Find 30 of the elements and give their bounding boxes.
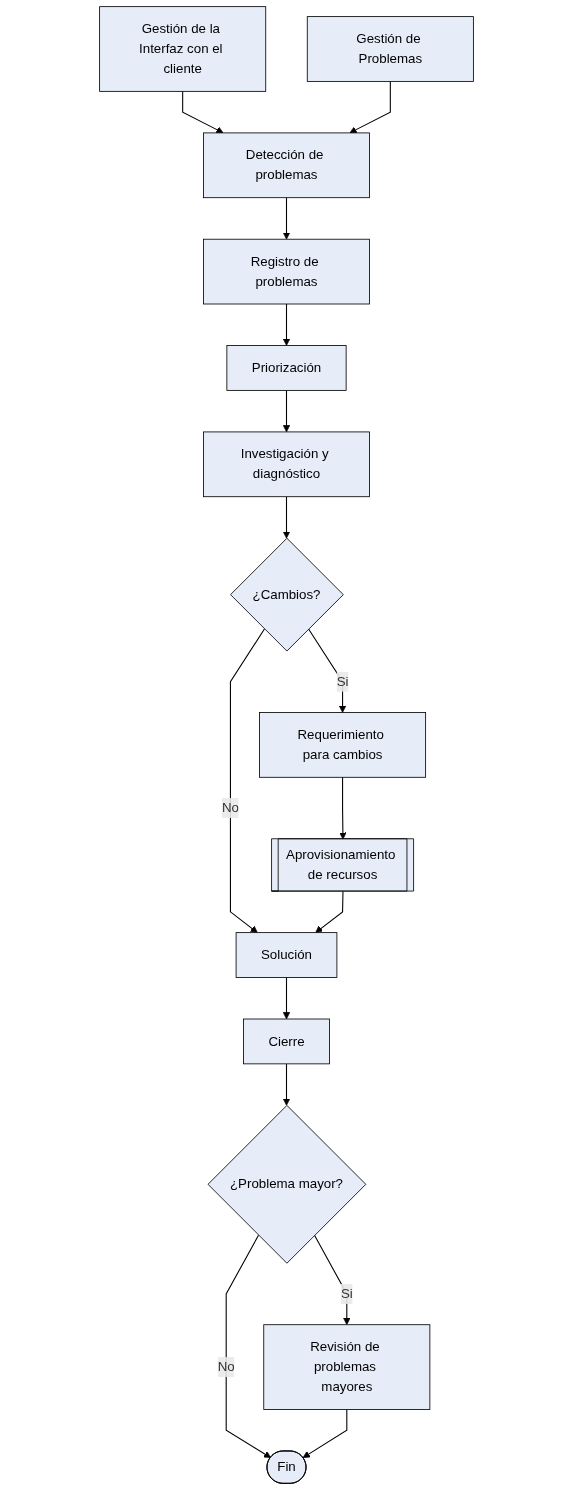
arrow	[282, 197, 291, 240]
node-box: Cierre	[243, 1018, 330, 1065]
arrow	[339, 776, 347, 840]
arrow	[302, 1408, 348, 1458]
node-box: Detección de problemas	[203, 132, 370, 199]
node-box: Priorización	[226, 345, 347, 391]
node-box: Solución	[235, 932, 338, 978]
arrow	[282, 1063, 291, 1106]
edge-label: No	[217, 1359, 235, 1374]
node-diamond: ¿Cambios?	[230, 537, 344, 652]
node-box: Gestión de Problemas	[306, 16, 474, 82]
edge-label: No	[221, 800, 239, 815]
node-box: Requerimiento para cambios	[259, 712, 427, 778]
edge-label: Si	[336, 674, 349, 689]
arrow	[282, 389, 291, 433]
arrow	[349, 80, 391, 134]
arrow	[282, 976, 291, 1020]
node-box: Revisión de problemas mayores	[263, 1324, 431, 1410]
node-box: Registro de problemas	[203, 238, 370, 305]
arrow	[182, 90, 224, 134]
arrow	[315, 890, 344, 933]
edge-label: Si	[340, 1286, 353, 1301]
node-box: Gestión de la Interfaz con el cliente	[99, 6, 267, 92]
arrow	[308, 628, 347, 713]
arrow	[282, 496, 291, 539]
arrow	[282, 303, 291, 346]
node-box: Investigación y diagnóstico	[203, 431, 370, 498]
node-diamond: ¿Problema mayor?	[207, 1104, 367, 1264]
arrow	[225, 1234, 272, 1458]
arrow	[229, 628, 265, 933]
